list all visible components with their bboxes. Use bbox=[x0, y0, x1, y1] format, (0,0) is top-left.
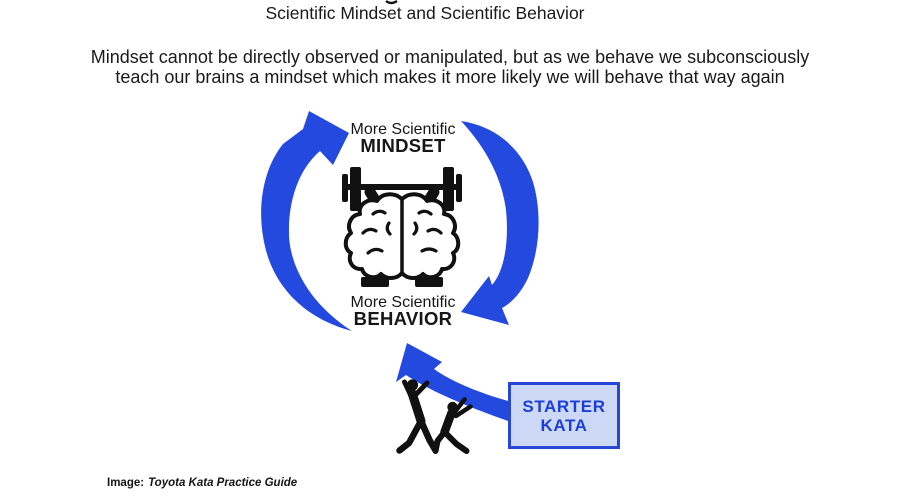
cycle-arrow-up-icon bbox=[261, 111, 352, 331]
behavior-label-small: More Scientific bbox=[350, 294, 456, 311]
starter-kata-arrow-icon bbox=[396, 343, 508, 421]
brain-lifting-weights-icon bbox=[342, 167, 462, 287]
starter-kata-label-line2: KATA bbox=[540, 415, 588, 435]
image-credit-source: Toyota Kata Practice Guide bbox=[148, 477, 298, 489]
page-title: Scientific Mindset and Scientific Behavi… bbox=[265, 3, 585, 23]
behavior-label: BEHAVIOR bbox=[353, 308, 453, 329]
cycle-arrow-down-icon bbox=[461, 121, 539, 325]
starter-kata-label-line1: STARTER bbox=[522, 396, 606, 416]
cropped-text-remnant bbox=[385, 0, 398, 5]
intro-line-1: Mindset cannot be directly observed or m… bbox=[90, 47, 810, 67]
pushing-figures-icon bbox=[396, 379, 473, 454]
intro-line-2: teach our brains a mindset which makes i… bbox=[115, 67, 785, 87]
intro-text: Mindset cannot be directly observed or m… bbox=[0, 47, 900, 87]
image-credit: Image:Toyota Kata Practice Guide bbox=[107, 476, 297, 490]
mindset-label: MINDSET bbox=[360, 135, 446, 156]
mindset-label-small: More Scientific bbox=[350, 121, 456, 138]
image-credit-prefix: Image: bbox=[107, 477, 145, 489]
starter-kata-box: STARTER KATA bbox=[508, 382, 620, 449]
